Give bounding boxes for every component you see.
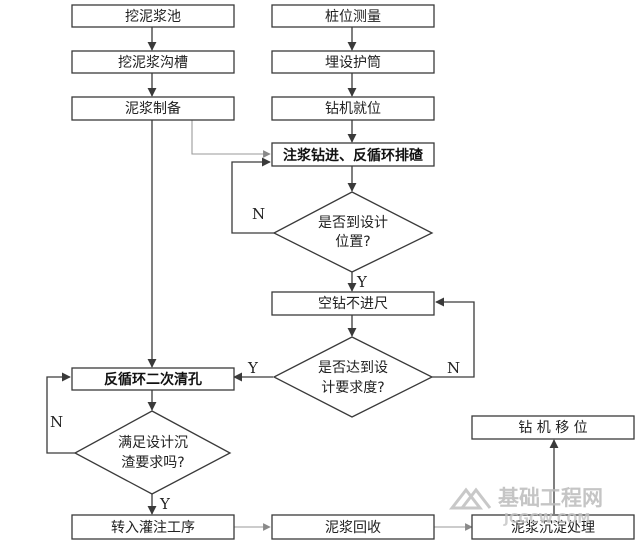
label-check2-line2: 计要求度? <box>321 380 384 396</box>
label-branch-n2: N <box>447 359 460 377</box>
label-idle-drilling: 空钻不进尺 <box>318 296 388 312</box>
label-check3-line2: 渣要求吗? <box>121 455 184 471</box>
label-bury-casing: 埋设护筒 <box>325 54 381 71</box>
diamond-reach-design-depth <box>272 336 434 418</box>
watermark: 基础工程网 JCGCW.COM <box>448 486 603 527</box>
label-check1-line1: 是否到设计 <box>318 215 388 231</box>
box-slurry-settling <box>471 514 635 540</box>
arrow-prep-to-drilling <box>191 120 271 158</box>
label-slurry-recovery: 泥浆回收 <box>325 520 381 536</box>
label-branch-n3: N <box>50 413 63 431</box>
label-dig-slurry-pool: 挖泥浆池 <box>125 9 181 25</box>
watermark-logo-icon <box>448 487 492 510</box>
watermark-main-text: 基础工程网 <box>498 486 603 510</box>
box-pile-survey <box>271 4 435 28</box>
box-rig-move <box>471 415 635 440</box>
label-slurry-prep: 泥浆制备 <box>125 100 181 117</box>
branch-labels: N Y Y N N Y <box>50 205 460 513</box>
box-dig-trench <box>71 50 235 74</box>
connectors <box>46 27 559 531</box>
box-rig-in-position <box>271 96 435 121</box>
label-branch-y3: Y <box>159 495 171 513</box>
label-rig-in-position: 钻机就位 <box>325 101 381 117</box>
label-branch-y2: Y <box>247 359 259 377</box>
box-idle-drilling <box>271 291 435 316</box>
diamond-sediment-requirement <box>73 410 232 495</box>
box-dig-slurry-pool <box>71 4 235 28</box>
label-check2-line1: 是否达到设 <box>318 360 388 376</box>
watermark-sub-text: JCGCW.COM <box>503 512 590 527</box>
box-drilling <box>271 142 435 167</box>
decision-diamonds: 是否到设计 位置? 是否达到设 计要求度? 满足设计沉 渣要求吗? <box>73 191 434 495</box>
box-slurry-prep <box>71 96 235 121</box>
label-branch-y1: Y <box>356 273 368 291</box>
label-pile-survey: 桩位测量 <box>325 8 381 25</box>
label-drilling: 注浆钻进、反循环排碴 <box>283 147 424 164</box>
label-slurry-settling: 泥浆沉淀处理 <box>511 520 595 536</box>
box-pouring <box>71 514 235 540</box>
label-rig-move: 钻 机 移 位 <box>518 420 587 436</box>
label-dig-trench: 挖泥浆沟槽 <box>118 55 188 71</box>
box-second-cleaning <box>71 367 235 391</box>
label-check3-line1: 满足设计沉 <box>118 435 188 451</box>
arrow-check1-no-loop <box>231 157 275 234</box>
box-bury-casing <box>271 50 435 74</box>
label-check1-line2: 位置? <box>335 234 370 250</box>
process-boxes: 挖泥浆池 桩位测量 挖泥浆沟槽 埋设护筒 泥浆制备 钻机就位 注浆钻进、反循环排… <box>71 4 635 540</box>
diamond-reach-design-position <box>272 191 434 273</box>
label-second-cleaning: 反循环二次清孔 <box>104 371 202 388</box>
label-branch-n1: N <box>252 205 265 223</box>
box-slurry-recovery <box>271 514 435 540</box>
label-pouring: 转入灌注工序 <box>111 520 195 536</box>
arrow-check3-no-loop <box>46 372 75 454</box>
arrow-check2-no-loop <box>432 297 475 378</box>
